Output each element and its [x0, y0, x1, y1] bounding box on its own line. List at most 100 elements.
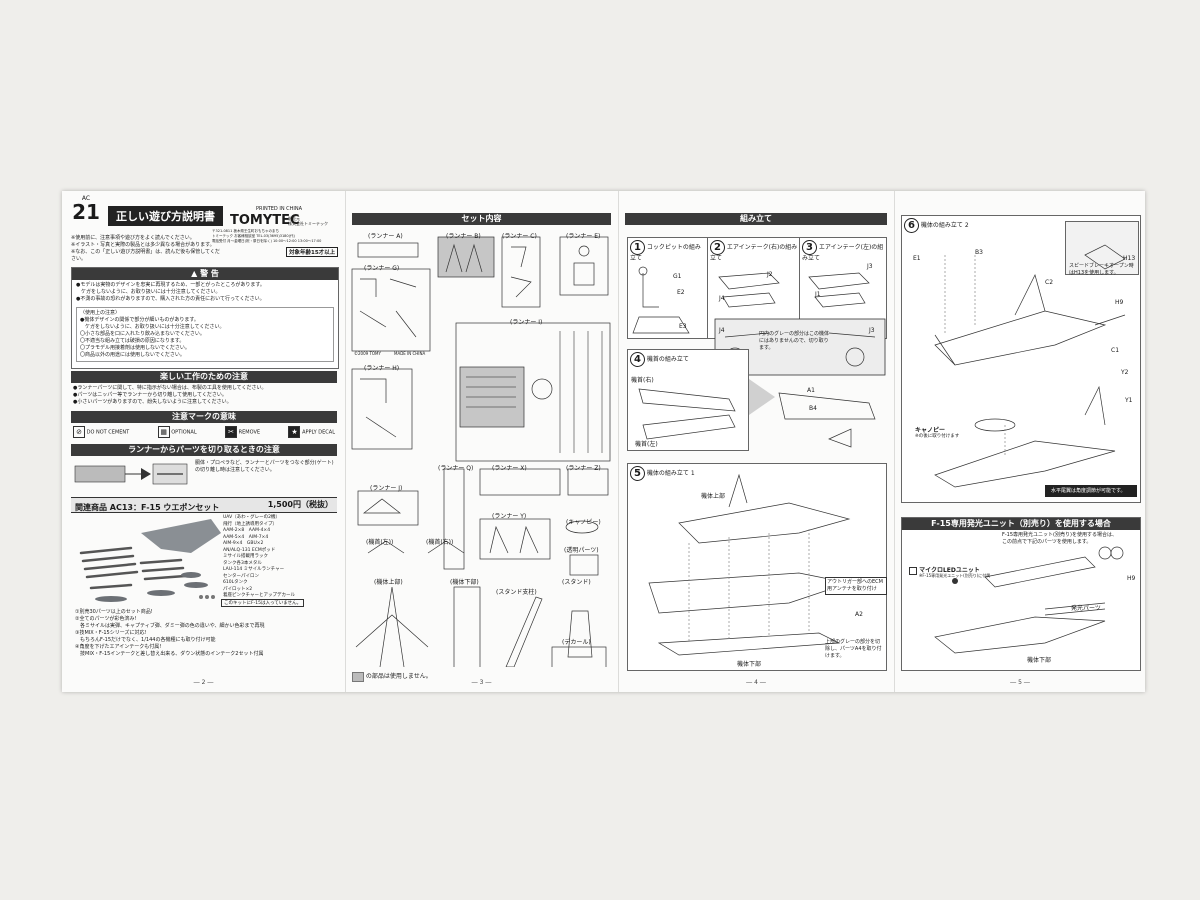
runner-i-label: (ランナー I)	[510, 319, 543, 326]
runner-q-label: (ランナー Q)	[438, 465, 474, 472]
part-e1: E1	[913, 255, 921, 262]
part-g1: G1	[673, 273, 682, 280]
page-number: ― 2 ―	[193, 679, 214, 686]
led-title: マイクロLEDユニット	[919, 567, 980, 574]
unused-text: の部品は使用しません。	[365, 673, 432, 680]
intro-line: ※なお、この「正しい遊び方説明書」は、読んだ後も保管してください。	[71, 249, 220, 262]
intro-line: ※使用前に、注意事項や遊び方をよく読んでください。	[71, 235, 195, 241]
step-6-text: 機体の組み立て 2	[920, 222, 969, 229]
runner-g-label: (ランナー G)	[364, 265, 400, 272]
runner-b-label: (ランナー B)	[446, 233, 481, 240]
weapon-item: パイロット×2	[223, 586, 253, 592]
weapon-item: AAM-5×4 AIM-7×4	[223, 534, 269, 540]
maker-label: 販売元	[288, 216, 300, 221]
related-price: 1,500円（税抜）	[267, 500, 333, 509]
panel-page-3: セット内容	[346, 191, 617, 692]
part-a2: A2	[855, 611, 863, 618]
weapon-item: AIM-9×4 GBU×2	[223, 541, 264, 546]
body-lower-label: 機体下部	[737, 661, 762, 668]
runner-j-label: (ランナー J)	[370, 485, 403, 492]
nose-left-label: 機首(左)	[635, 441, 658, 448]
usage-caution: 〈使用上の注意〉 ●機体デザインの関係で部分が細いものがあります。 ケガをしない…	[76, 307, 334, 362]
led-unit-text: F-15専用発光ユニット(別売り)を使用する場合は、 この前点で下記のパーツを使…	[902, 530, 1140, 546]
feature-line: 各ミサイルは実弾、キャプティブ弾、ダミー弾の色の違いや、細かい色彩まで再現	[75, 623, 265, 629]
caution-line: ケガをしないように、お取り扱いには十分注意してください。	[80, 324, 225, 330]
maker-info: 販売元 株式会社トミーテック	[288, 216, 343, 226]
series-badge: AC 21	[71, 195, 101, 224]
weapon-item: AN/ALQ-131 ECMポッド	[223, 547, 276, 553]
marks-row: ⊘ DO NOT CEMENT ▦ OPTIONAL ✂ REMOVE ★ AP…	[71, 423, 337, 441]
part-b3: B3	[975, 249, 983, 256]
gear-left-label: (機首(左))	[366, 539, 394, 546]
build-line: ●ランナーパーツに関して、特に指示がない場合は、布製の工具を使用してください。	[73, 385, 267, 391]
gray-cut-note: 円内のグレーの部分はこの機体にはありませんので、切り取ります。	[759, 331, 830, 351]
star-icon: ★	[288, 426, 301, 438]
weapon-item: センターパイロン	[223, 573, 259, 579]
step-2-text: エアインテーク(右)の組み立て	[710, 244, 798, 262]
step-5-text: 機体の組み立て 1	[646, 470, 695, 477]
step-4-box: 4 機首の組み立て	[627, 349, 749, 451]
contents-header: セット内容	[352, 213, 611, 225]
fold-line	[618, 191, 619, 692]
maker-name: 株式会社トミーテック	[288, 221, 328, 226]
warning-title: ▲ 警 告	[72, 268, 338, 280]
feature-notes: ①別売30パーツ以上のセット商品! ②全てのパーツが彩色済み! 各ミサイルは実弾…	[75, 609, 335, 658]
stand-label: (スタンド)	[562, 579, 591, 586]
address-line: 〒321-0811 栃木県壬生町おもちゃのまち	[212, 229, 279, 233]
step-6-number: 6	[904, 218, 919, 233]
warning-lines: ●モデルは実物のデザインを忠実に再現するため、一部とがったところがあります。 ケ…	[72, 280, 338, 305]
step-3-title: 3 エアインテーク(左)の組み立て	[800, 238, 886, 265]
assembly-header: 組み立て	[625, 213, 887, 225]
panel-page-5: 6 機体の組み立て 2 E1 B3 C2 H13 H9 C1 Y2 Y1 スピー…	[895, 191, 1145, 692]
series-number: 21	[72, 200, 100, 224]
copyright-label: ©2009 TOMY	[354, 351, 381, 356]
caution-line: 〈使用上の注意〉	[80, 310, 121, 316]
step-4-number: 4	[630, 352, 645, 367]
feature-line: ③技MIX・F-15シリーズに対応!	[75, 630, 147, 636]
clear-parts-label: (透明パーツ)	[564, 547, 599, 554]
page-number-value: 5	[1018, 679, 1022, 686]
panel-page-2: AC 21 正しい遊び方説明書 PRINTED IN CHINA TOMYTEC…	[62, 191, 345, 692]
step-5-illustration	[648, 473, 851, 656]
build-line: ●小さいパーツがありますので、紛失しないように注意してください。	[73, 399, 232, 405]
caution-line: ●機体デザインの関係で部分が細いものがあります。	[80, 317, 199, 323]
step-4-title: 4 機首の組み立て	[628, 350, 748, 369]
canopy-label: キャノピー	[915, 427, 946, 434]
step-4-text: 機首の組み立て	[646, 356, 689, 363]
caution-line: 〇プラモデル用接着剤は使用しないでください。	[80, 345, 190, 351]
part-e2: E2	[677, 289, 685, 296]
feature-line: もちろんF-15だけでなく、1/144の各機種にも取り付け可能	[75, 637, 216, 643]
warning-line: ケガをしないように、お取り扱いには十分注意してください。	[76, 289, 221, 295]
page-number-value: 4	[754, 679, 758, 686]
mark-label: DO NOT CEMENT	[86, 429, 130, 436]
panel-page-4: 組み立て 1 コックピットの組み立て 2 エアインテーク(右)の組み立て 3 エ…	[619, 191, 893, 692]
body-lower-label: (機体下部)	[450, 579, 479, 586]
part-y2: Y2	[1121, 369, 1129, 376]
step-6-title: 6 機体の組み立て 2	[902, 216, 1140, 235]
warning-line: ●モデルは実物のデザインを忠実に再現するため、一部とがったところがあります。	[76, 282, 265, 288]
fold-line	[345, 191, 346, 692]
weapon-item: LAU-114 ミサイルランチャー	[223, 567, 285, 572]
age-badge: 対象年齢15才以上	[286, 247, 339, 257]
part-j2: J2	[767, 271, 773, 278]
part-j4-callout: J4	[719, 327, 725, 334]
build-notes: 楽しい工作のための注意 ●ランナーパーツに関して、特に指示がない場合は、布製の工…	[71, 371, 337, 408]
step-2-title: 2 エアインテーク(右)の組み立て	[708, 238, 800, 265]
instruction-sheet: AC 21 正しい遊び方説明書 PRINTED IN CHINA TOMYTEC…	[62, 191, 1145, 692]
step-1-box: 1 コックピットの組み立て	[627, 237, 709, 339]
optional-icon	[909, 566, 917, 575]
weapons-note: このキットにF-15は入っていません。	[221, 599, 305, 607]
runner-c-label: (ランナー C)	[502, 233, 537, 240]
step-4-illustration	[638, 379, 876, 448]
weapon-item: 着座ピンクチャーとアップデカール	[223, 593, 295, 598]
weapon-item: UAV（あわ・グレーの2機）	[223, 515, 281, 520]
decal-label: (デカール)	[562, 639, 591, 646]
part-h9: H9	[1115, 299, 1124, 306]
build-lines: ●ランナーパーツに関して、特に指示がない場合は、布製の工具を使用してください。 …	[71, 383, 337, 408]
address-line: 電話受付 月〜金曜日(祝・祭日を除く) 10:00〜12:00 13:00〜17…	[212, 239, 322, 243]
part-j4: J4	[719, 295, 725, 302]
doc-title: 正しい遊び方説明書	[108, 206, 223, 226]
part-y1: Y1	[1125, 397, 1133, 404]
page-number: ― 3 ―	[471, 679, 492, 686]
cut-notes: ランナーからパーツを切り取るときの注意 胴体・プロペラなど、ランナーとパーツをつ…	[71, 444, 337, 485]
